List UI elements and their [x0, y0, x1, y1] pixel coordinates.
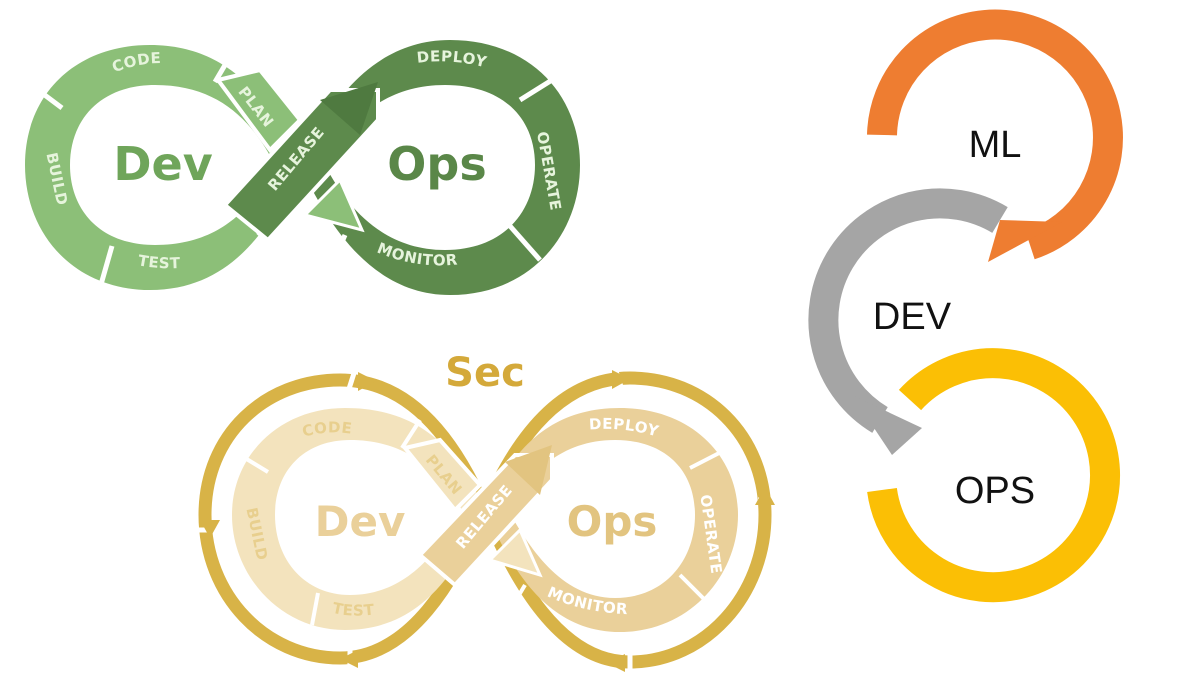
dev-arrowhead	[852, 395, 922, 455]
ring-arrow-bottom-right	[607, 654, 625, 672]
devsecops-ring-arrows	[200, 370, 775, 672]
mlops-dev-label: DEV	[873, 296, 952, 338]
ring-arrow-bottom-left	[340, 650, 358, 668]
devops-test-label: TEST	[137, 251, 181, 272]
devsecops-small-wedge	[487, 527, 543, 578]
devsecops-plan-segment	[401, 437, 483, 513]
devops-release-segment	[222, 88, 380, 243]
devops-small-wedge	[302, 177, 365, 233]
devsecops-infinity: CODE PLAN BUILD TEST RELEASE DEPLOY OPER…	[198, 350, 775, 672]
ml-arrowhead	[988, 220, 1062, 262]
mlops-cycle: ML DEV OPS	[808, 9, 1123, 603]
devsecops-release-arrowhead	[505, 445, 552, 495]
ring-arrow-right	[755, 487, 775, 505]
devsecops-dev-loop	[232, 408, 485, 630]
devops-release-arrowhead	[320, 82, 378, 135]
devops-ops-dividers	[332, 72, 562, 262]
ring-arrow-left	[200, 520, 220, 538]
devops-dev-label: Dev	[113, 137, 212, 191]
dev-arc	[808, 188, 1008, 433]
devsecops-ops-loop	[485, 408, 738, 632]
devsecops-monitor-label: MONITOR	[545, 583, 629, 618]
devops-dev-loop	[25, 45, 300, 290]
devsecops-release-segment	[417, 453, 554, 588]
ring-arrow-top-left	[358, 372, 376, 391]
mlops-ml-label: ML	[969, 124, 1022, 166]
devsecops-dev-label: Dev	[315, 497, 406, 546]
mlops-ops-label: OPS	[955, 470, 1035, 512]
ring-arrow-top-right	[612, 370, 630, 389]
ops-arc	[867, 348, 1120, 603]
devsecops-sec-label: Sec	[445, 350, 525, 396]
devsecops-dividers	[238, 418, 726, 626]
ml-arc	[867, 9, 1123, 260]
devops-ops-label: Ops	[387, 137, 486, 191]
devsecops-test-label: TEST	[331, 599, 376, 620]
devsecops-ops-label: Ops	[567, 497, 658, 546]
devops-infinity: CODE PLAN BUILD TEST RELEASE DEPLOY OPER…	[25, 40, 580, 295]
